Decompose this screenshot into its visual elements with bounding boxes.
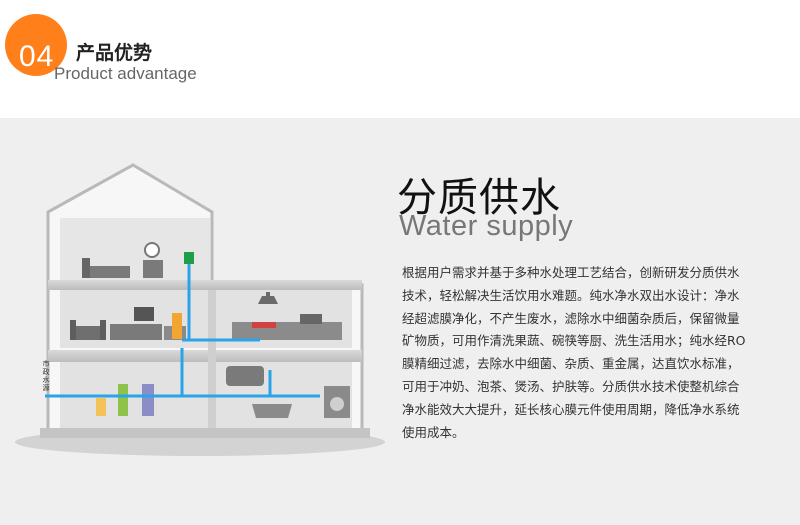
section-title-en: Product advantage — [54, 64, 197, 83]
description-line: 矿物质，可用作清洗果蔬、碗筷等厨、洗生活用水；纯水经RO — [402, 333, 746, 349]
inlet-label-char: 源 — [43, 383, 50, 392]
description-line: 净水能效大大提升，延长核心膜元件使用周期，降低净水系统 — [402, 401, 740, 417]
bathtub-icon — [252, 404, 292, 418]
inlet-label-char: 市 — [43, 359, 50, 368]
kitchen-cabinet-icon — [232, 314, 342, 340]
water-pipes — [45, 264, 320, 398]
description-line: 根据用户需求并基于多种水处理工艺结合，创新研发分质供水 — [402, 265, 740, 280]
water-purifier-icon — [172, 252, 194, 339]
feature-description: 根据用户需求并基于多种水处理工艺结合，创新研发分质供水 技术，轻松解决生活饮用水… — [402, 262, 766, 444]
section-number-badge: 04 — [5, 14, 67, 76]
section-title-zh: 产品优势 — [76, 42, 153, 64]
description-line: 使用成本。 — [402, 424, 465, 440]
feature-title-zh: 分质供水 — [397, 175, 561, 221]
description-line: 可用于冲奶、泡茶、煲汤、护肤等。分质供水技术使整机综合 — [402, 378, 740, 394]
inlet-label: 市 政 水 源 — [43, 359, 50, 392]
description-line: 经超滤膜净化，不产生废水，滤除水中细菌杂质后，保留微量 — [402, 310, 740, 326]
dresser-mirror-icon — [143, 242, 163, 278]
filter-tanks-icon — [96, 384, 154, 416]
water-heater-icon — [226, 366, 264, 386]
inlet-label-char: 水 — [43, 375, 50, 384]
washing-machine-icon — [324, 386, 350, 418]
section-number: 04 — [19, 40, 55, 73]
feature-title-en: Water supply — [399, 210, 574, 242]
range-hood-icon — [258, 292, 278, 304]
description-line: 技术，轻松解决生活饮用水难题。纯水净水双出水设计：净水 — [402, 287, 740, 303]
inlet-label-char: 政 — [43, 367, 50, 376]
description-line: 膜精细过滤，去除水中细菌、杂质、重金属，达直饮水标准， — [402, 356, 740, 372]
bed-icon — [82, 258, 130, 278]
section-header: 04 产品优势 Product advantage — [0, 0, 800, 118]
sofa-icon — [70, 320, 106, 340]
